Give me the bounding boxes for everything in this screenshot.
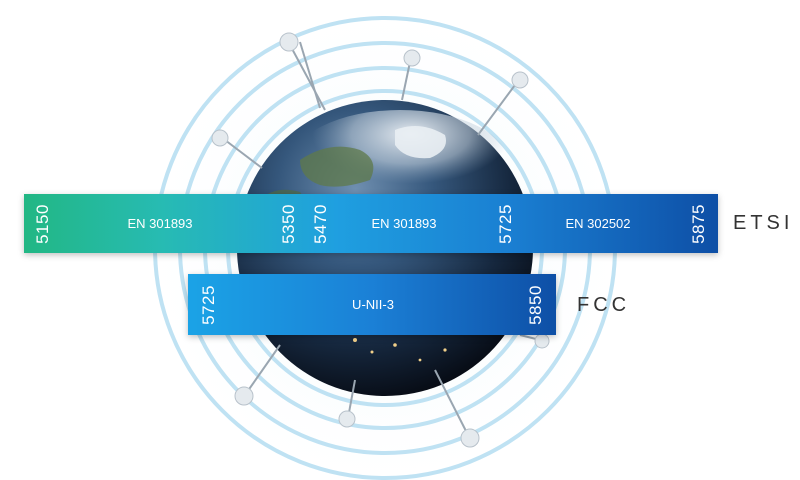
fcc-band-end-label: 5850 bbox=[526, 285, 545, 325]
etsi-band2-standard-label: EN 301893 bbox=[371, 216, 437, 231]
fcc-region-label: FCC bbox=[577, 294, 631, 316]
fcc-frequency-bar: 5725 U-NII-3 5850 bbox=[188, 274, 556, 335]
etsi-band1-start-label: 5150 bbox=[33, 204, 52, 244]
fcc-band-standard-label: U-NII-3 bbox=[352, 297, 394, 312]
fcc-band-start-label: 5725 bbox=[199, 285, 218, 325]
etsi-band2-start-label: 5470 bbox=[311, 204, 330, 244]
etsi-band3-standard-label: EN 302502 bbox=[565, 216, 631, 231]
etsi-band3-end-label: 5875 bbox=[689, 204, 708, 244]
etsi-band1-standard-label: EN 301893 bbox=[127, 216, 193, 231]
etsi-band2-end-label: 5725 bbox=[496, 204, 515, 244]
etsi-frequency-bar: 5150 EN 301893 5350 5470 EN 301893 5725 … bbox=[24, 194, 718, 253]
etsi-band1-end-label: 5350 bbox=[279, 204, 298, 244]
etsi-region-label: ETSI bbox=[733, 212, 794, 234]
